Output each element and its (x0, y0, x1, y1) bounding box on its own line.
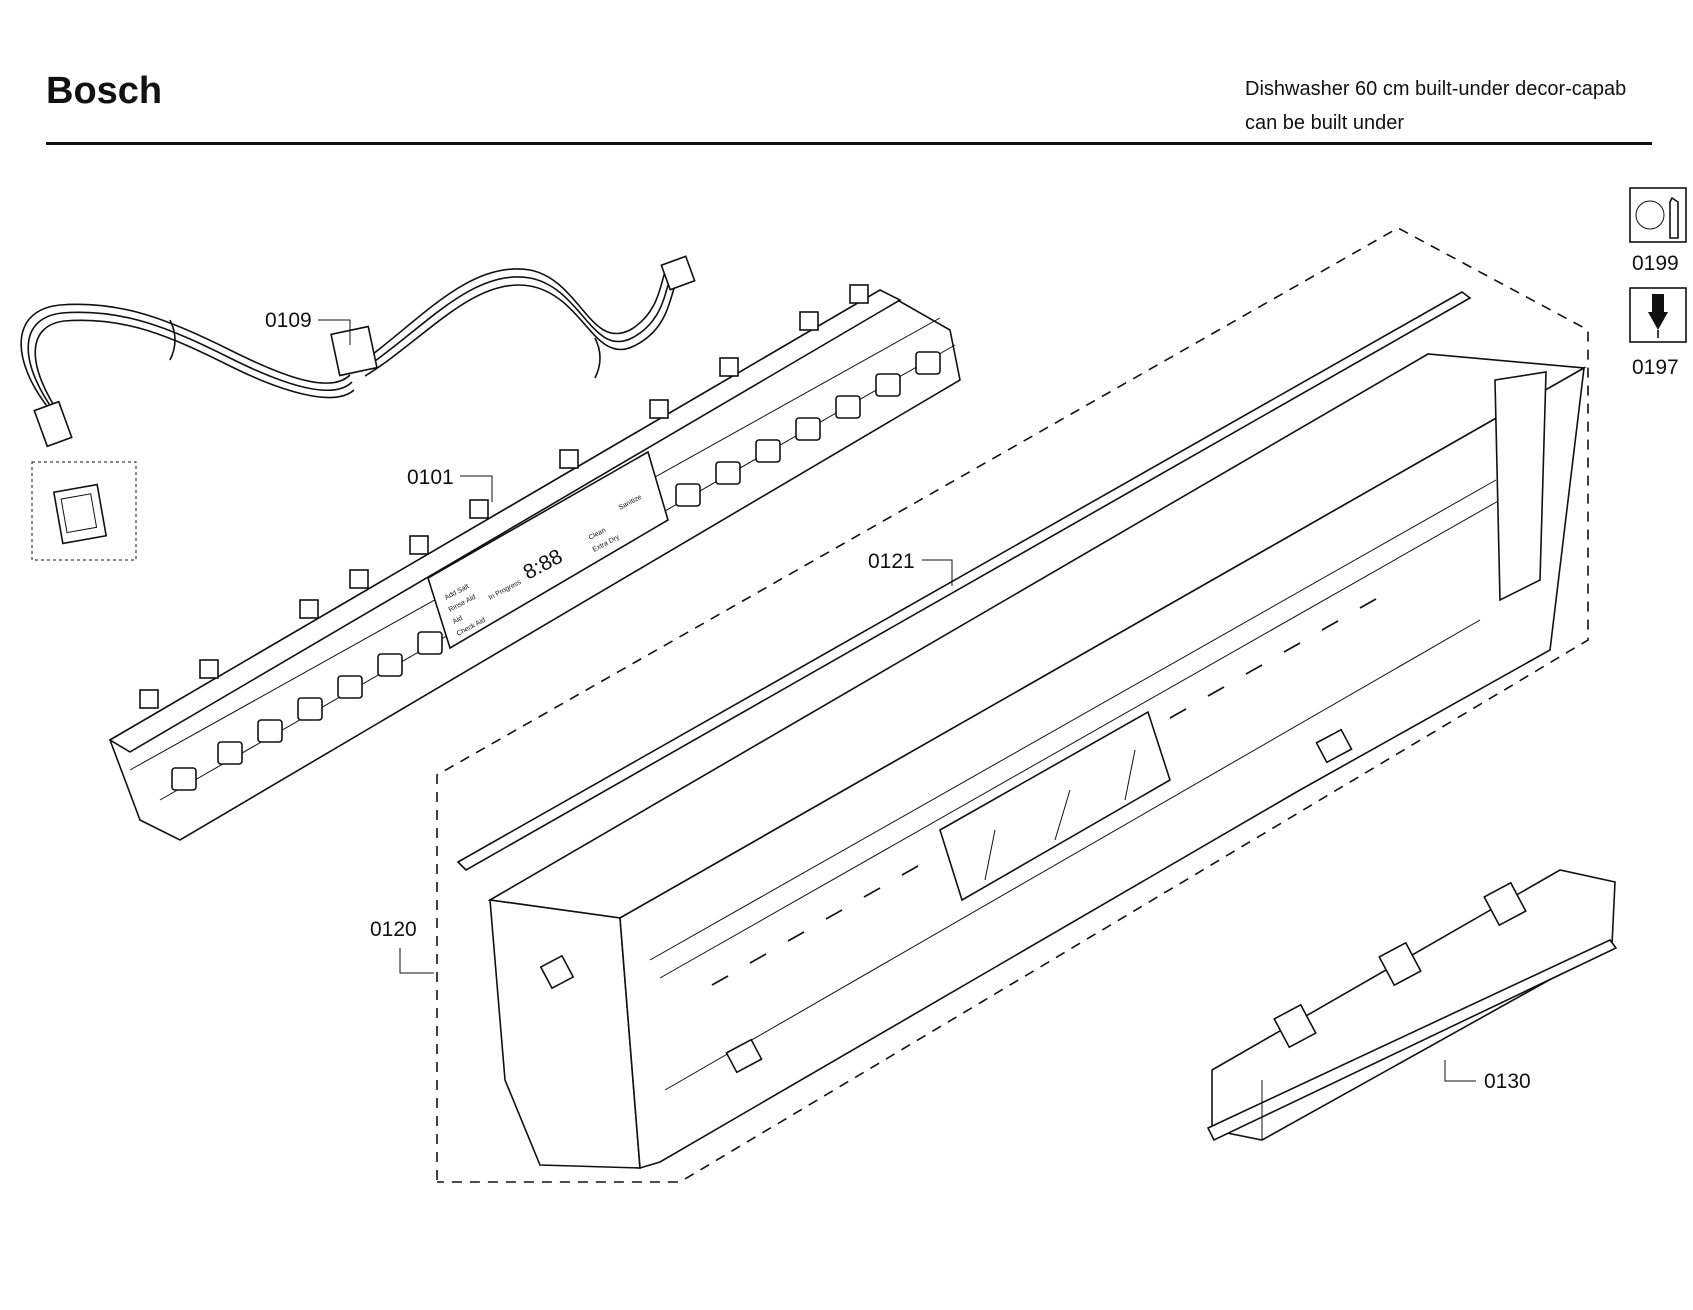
part-label-0109: 0109 (265, 309, 312, 332)
title-line-2: can be built under (1245, 112, 1405, 134)
callout-0101[interactable]: 0101 (407, 466, 493, 502)
nut-wrench-icon (1629, 187, 1687, 243)
service-icon-0197[interactable]: 0197 (1629, 287, 1687, 379)
control-module-0101[interactable]: 8:88 Add Salt Rinse Aid Aid Check Aid In… (108, 284, 961, 841)
part-label-0120: 0120 (370, 918, 417, 941)
module-buttons-right (675, 351, 941, 507)
service-icon-0199[interactable]: 0199 (1629, 187, 1687, 275)
connector-detail-inset (31, 461, 137, 561)
callout-0120[interactable]: 0120 (370, 918, 434, 974)
fascia-window (939, 710, 1171, 902)
service-label-0199: 0199 (1632, 252, 1679, 275)
trim-strip-0121[interactable] (456, 291, 1472, 871)
callout-0121[interactable]: 0121 (868, 550, 953, 586)
callout-0109[interactable]: 0109 (265, 309, 351, 345)
wiring-harness-0109[interactable] (20, 255, 696, 448)
module-display-panel (427, 450, 669, 650)
panel-text-left-3: Aid (452, 615, 464, 626)
brand-logo: Bosch (46, 70, 163, 112)
fascia-button-markers (711, 598, 1377, 986)
module-clips (139, 284, 869, 709)
handle-bracket-0130[interactable] (1206, 869, 1618, 1142)
title-line-1: Dishwasher 60 cm built-under decor-capab (1245, 78, 1627, 100)
page-title: Dishwasher 60 cm built-under decor-capab… (1245, 72, 1626, 140)
part-label-0121: 0121 (868, 550, 915, 573)
callout-0130[interactable]: 0130 (1444, 1060, 1531, 1093)
module-buttons-left (171, 631, 443, 791)
control-panel-fascia-0120[interactable] (487, 353, 1587, 1170)
header-rule (46, 142, 1652, 145)
part-label-0130: 0130 (1484, 1070, 1531, 1093)
assembly-boundary (436, 227, 1589, 1183)
service-label-0197: 0197 (1632, 356, 1679, 379)
part-label-0101: 0101 (407, 466, 454, 489)
